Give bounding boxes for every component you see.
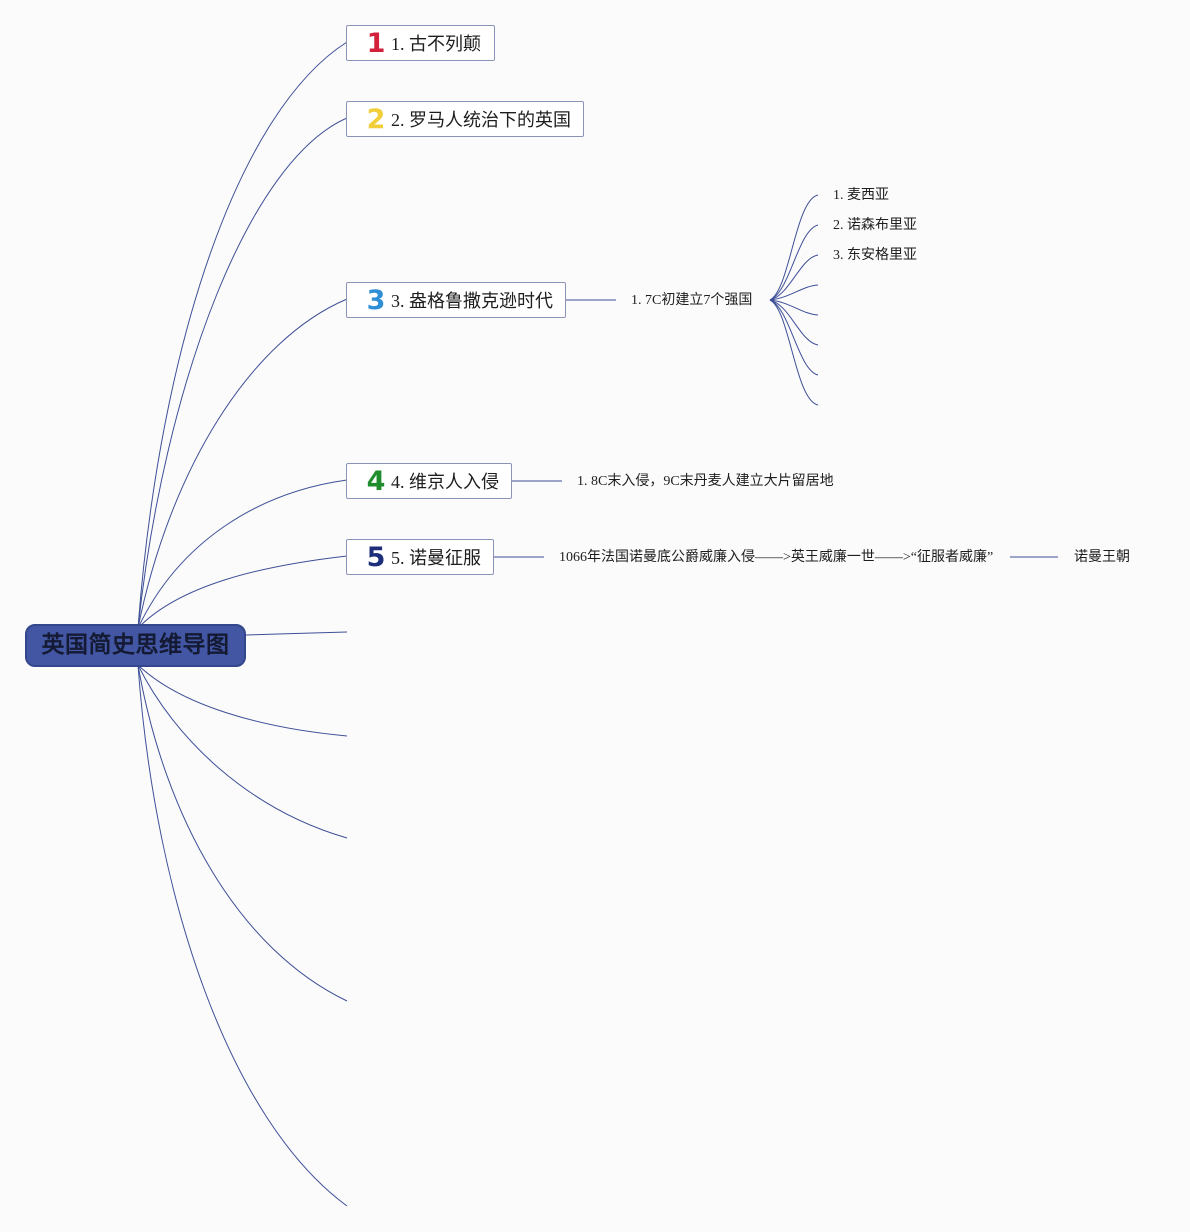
badge-1-icon: 1 xyxy=(366,27,386,59)
topic-2-label: 2. 罗马人统治下的英国 xyxy=(391,110,571,130)
link-topic-2 xyxy=(137,117,348,629)
root-topic[interactable]: 英国简史思维导图 xyxy=(25,624,246,667)
topic-3[interactable]: 3 3. 盎格鲁撒克逊时代 xyxy=(346,282,566,318)
topic-1[interactable]: 1 1. 古不列颠 xyxy=(346,25,495,61)
badge-4-icon: 4 xyxy=(366,465,386,497)
link-empty-9 xyxy=(137,664,348,1002)
topic-3-label: 3. 盎格鲁撒克逊时代 xyxy=(391,291,553,311)
link-topic-1 xyxy=(137,41,348,629)
topic-5-label: 5. 诺曼征服 xyxy=(391,548,481,568)
link-empty-6 xyxy=(245,631,348,636)
link-empty-7 xyxy=(137,664,348,737)
kingdom-1[interactable]: 1. 麦西亚 xyxy=(833,188,889,203)
badge-2-icon: 2 xyxy=(366,103,386,135)
link-kingdom-4 xyxy=(769,284,819,301)
link-kingdom-7 xyxy=(769,299,819,376)
link-kingdom-2 xyxy=(769,224,819,301)
link-topic-5 xyxy=(137,555,348,629)
topic-2[interactable]: 2 2. 罗马人统治下的英国 xyxy=(346,101,584,137)
badge-3-icon: 3 xyxy=(366,284,386,316)
topic-4[interactable]: 4 4. 维京人入侵 xyxy=(346,463,512,499)
link-kingdom-3 xyxy=(769,254,819,301)
subtopic-norman[interactable]: 1066年法国诺曼底公爵威廉入侵——>英王威廉一世——>“征服者威廉” xyxy=(559,550,994,565)
link-kingdom-8 xyxy=(769,299,819,406)
subtopic-anglo-saxon[interactable]: 1. 7C初建立7个强国 xyxy=(631,293,753,308)
link-empty-8 xyxy=(137,664,348,839)
link-topic-3 xyxy=(137,298,348,629)
topic-5[interactable]: 5 5. 诺曼征服 xyxy=(346,539,494,575)
badge-5-icon: 5 xyxy=(366,541,386,573)
kingdom-2[interactable]: 2. 诺森布里亚 xyxy=(833,218,917,233)
link-kingdom-6 xyxy=(769,299,819,346)
subtopic-norman-result[interactable]: 诺曼王朝 xyxy=(1074,550,1130,565)
topic-1-label: 1. 古不列颠 xyxy=(391,34,481,54)
subtopic-viking[interactable]: 1. 8C末入侵，9C末丹麦人建立大片留居地 xyxy=(577,474,834,489)
kingdom-3[interactable]: 3. 东安格里亚 xyxy=(833,248,917,263)
link-kingdom-5 xyxy=(769,299,819,316)
link-topic-4 xyxy=(137,479,348,629)
topic-4-label: 4. 维京人入侵 xyxy=(391,472,499,492)
link-kingdom-1 xyxy=(769,194,819,301)
link-empty-10 xyxy=(137,664,348,1207)
